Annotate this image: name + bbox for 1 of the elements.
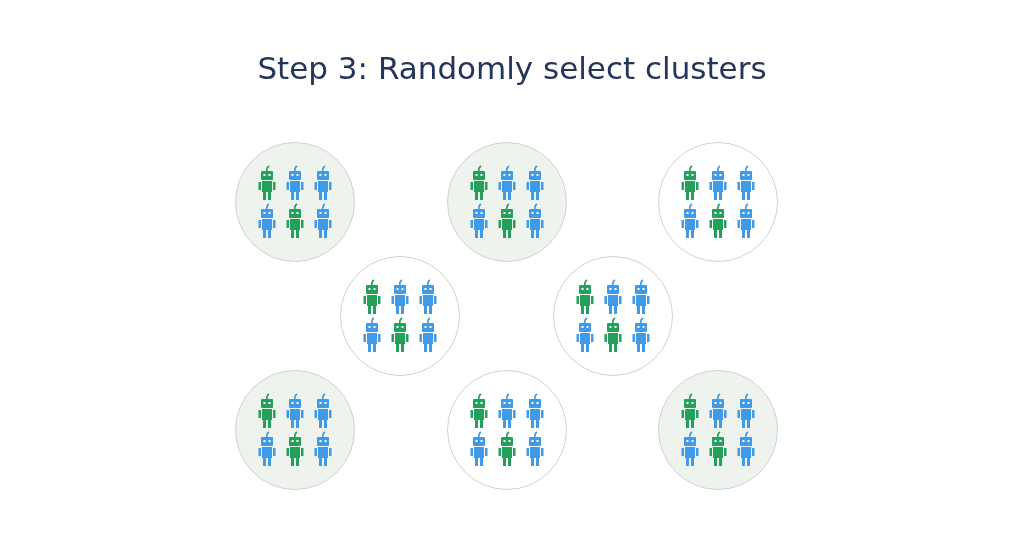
title: Step 3: Randomly select clusters bbox=[256, 50, 768, 86]
